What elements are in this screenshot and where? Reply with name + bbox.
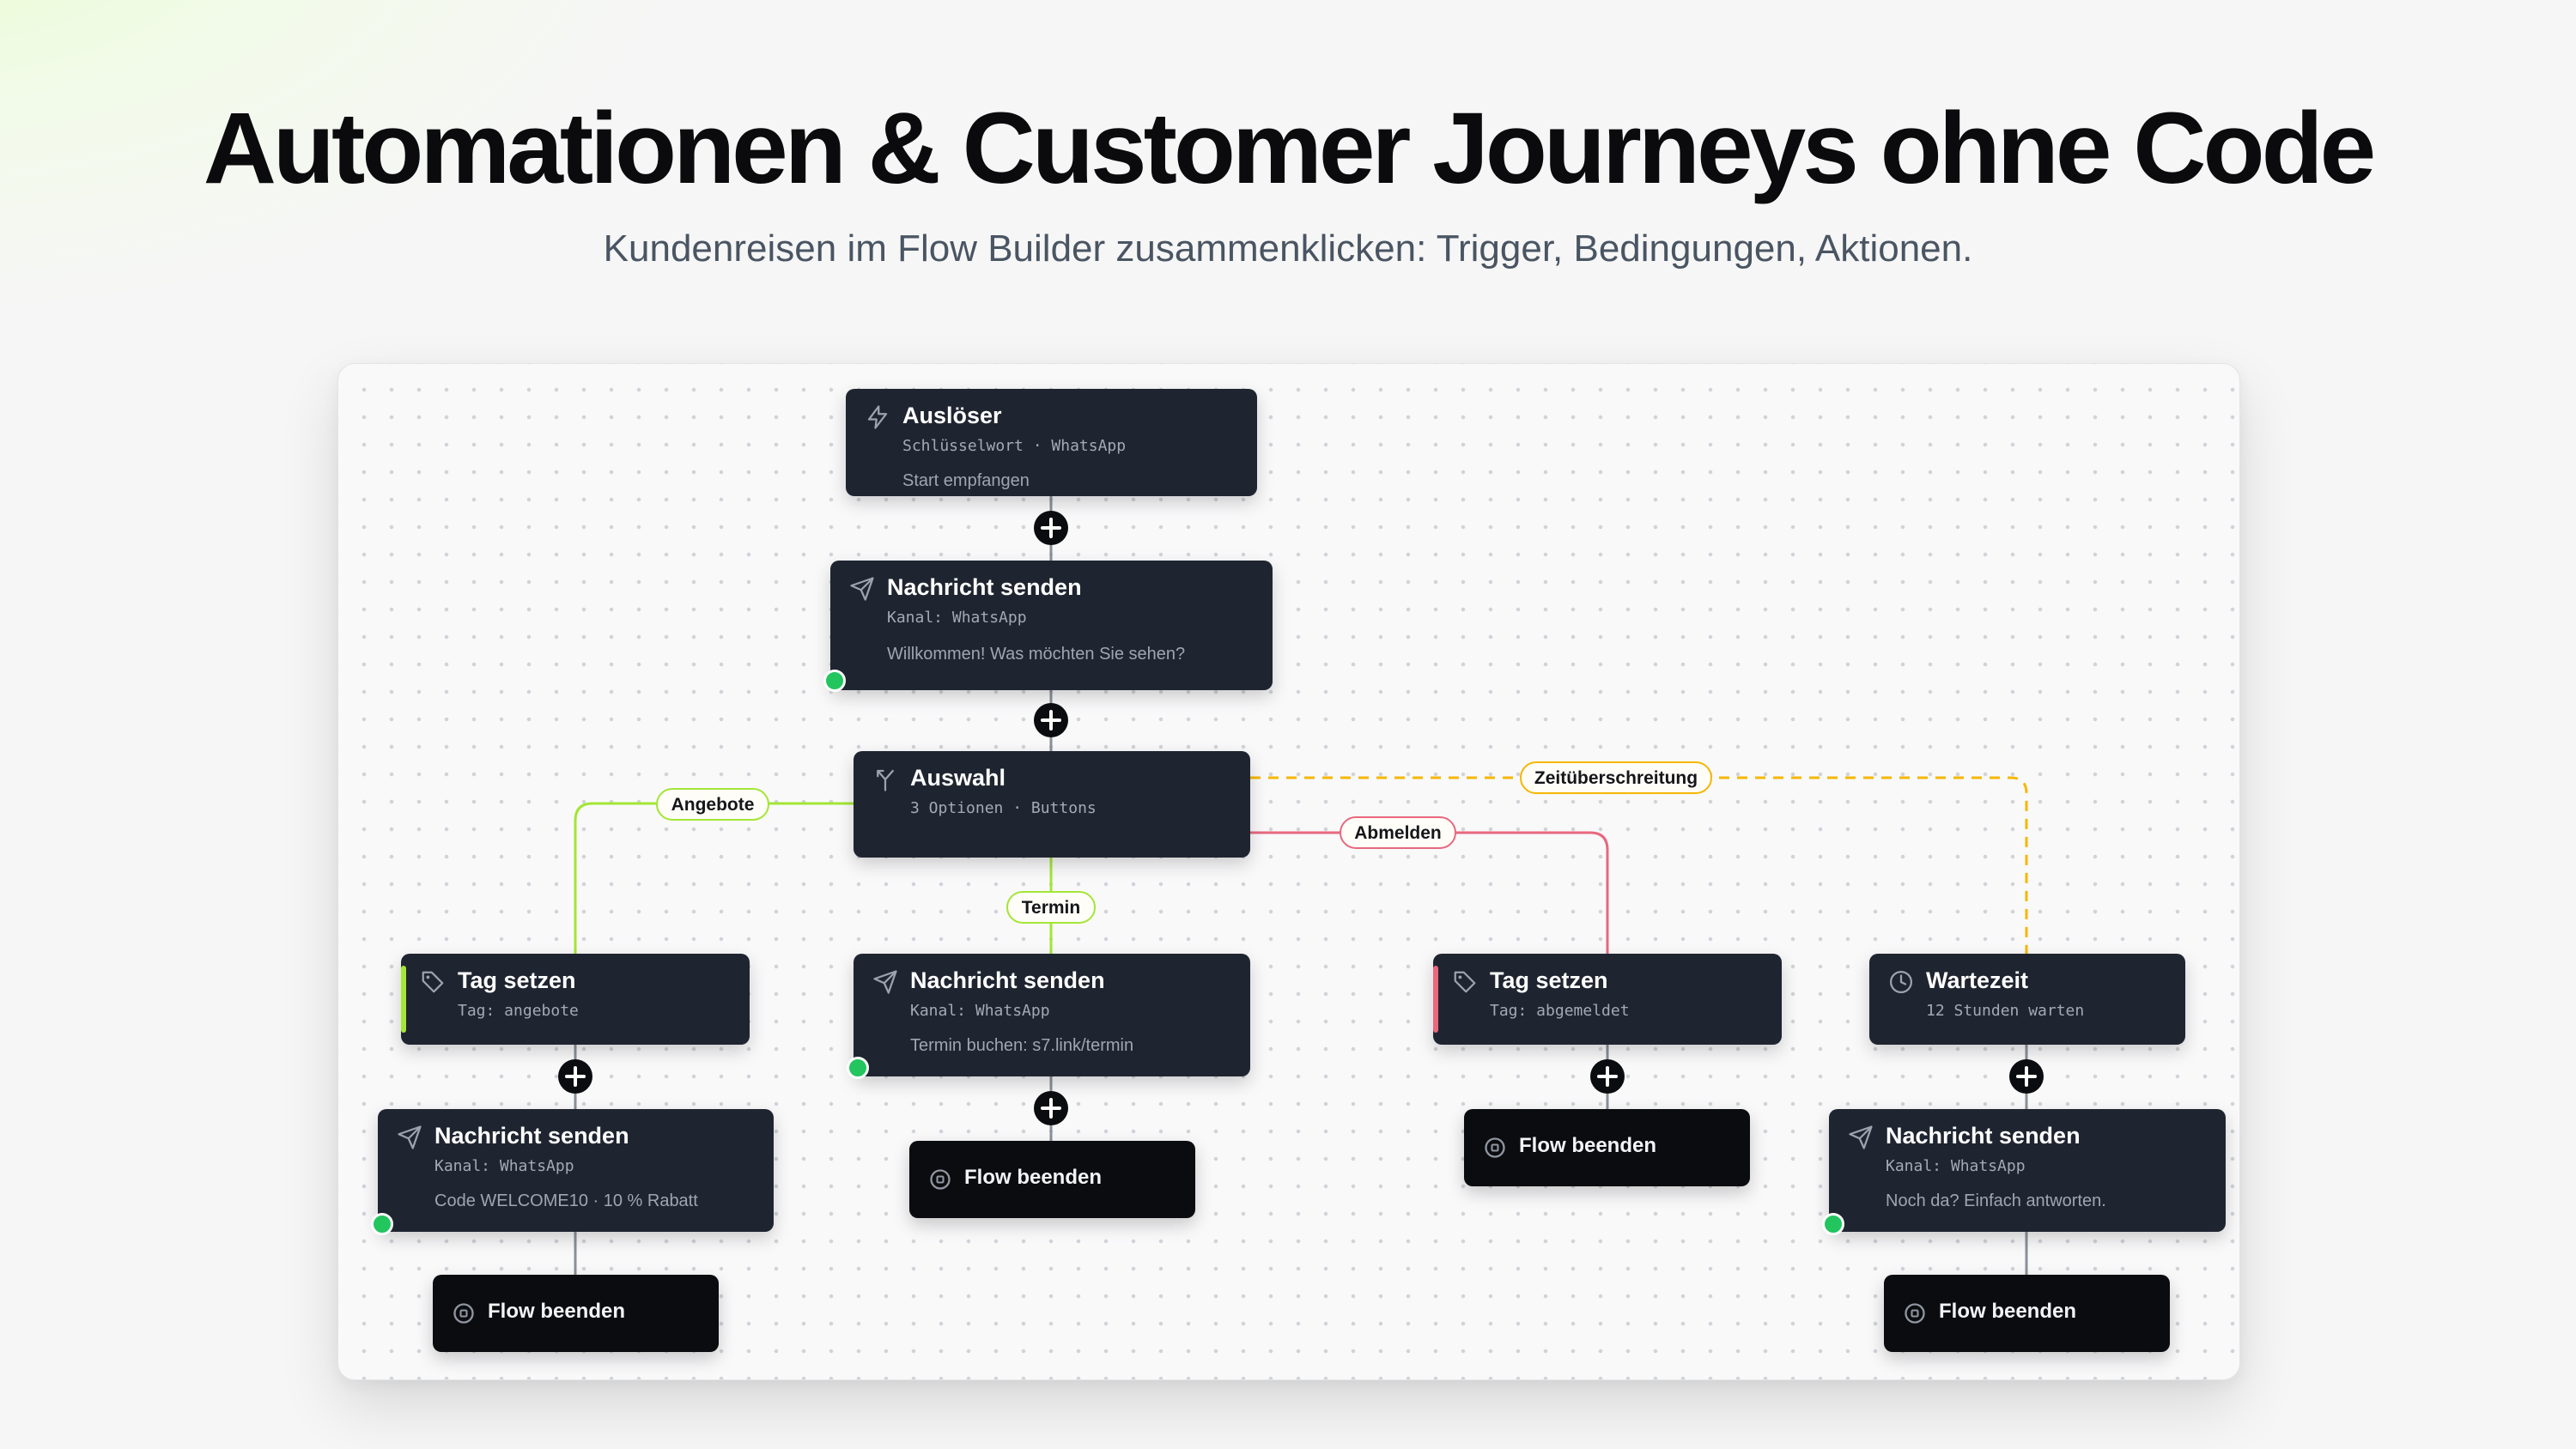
branch-label-offers: Angebote [656, 788, 769, 821]
add-step-button[interactable] [2008, 1058, 2044, 1094]
node-body: Willkommen! Was möchten Sie sehen? [887, 645, 1186, 664]
status-dot [823, 670, 846, 692]
end-label: Flow beenden [488, 1300, 626, 1323]
add-step-button[interactable] [557, 1058, 593, 1094]
branch-label-unsubscribe: Abmelden [1340, 816, 1456, 849]
node-offers-message[interactable]: Nachricht senden Kanal: WhatsApp Code WE… [371, 1109, 774, 1235]
node-meta: Kanal: WhatsApp [434, 1157, 574, 1175]
send-icon [850, 577, 874, 601]
node-title: Nachricht senden [434, 1123, 629, 1149]
status-dot [371, 1213, 393, 1235]
node-body: Termin buchen: s7.link/termin [910, 1036, 1134, 1055]
node-wait[interactable]: Wartezeit 12 Stunden warten [1869, 954, 2185, 1045]
node-appointment-message[interactable]: Nachricht senden Kanal: WhatsApp Termin … [847, 954, 1250, 1079]
node-meta: 3 Optionen · Buttons [910, 799, 1097, 817]
send-icon [398, 1125, 422, 1149]
add-step-button[interactable] [1033, 1090, 1069, 1126]
node-title: Wartezeit [1926, 967, 2029, 993]
node-tag-offers[interactable]: Tag setzen Tag: angebote [401, 954, 750, 1045]
node-welcome-message[interactable]: Nachricht senden Kanal: WhatsApp Willkom… [823, 561, 1273, 692]
clock-icon [1890, 971, 1912, 993]
accent-bar [401, 966, 406, 1033]
send-icon [873, 970, 897, 994]
node-tag-unsubscribed[interactable]: Tag setzen Tag: abgemeldet [1433, 954, 1782, 1045]
branch-icon [877, 769, 894, 791]
end-label: Flow beenden [1939, 1300, 2077, 1323]
node-reminder-message[interactable]: Nachricht senden Kanal: WhatsApp Noch da… [1822, 1109, 2226, 1235]
add-step-button[interactable] [1589, 1058, 1625, 1094]
add-step-button[interactable] [1033, 510, 1069, 546]
node-title: Nachricht senden [910, 967, 1105, 993]
node-title: Auswahl [910, 765, 1006, 791]
node-trigger[interactable]: Auslöser Schlüsselwort · WhatsApp Start … [846, 389, 1257, 496]
node-title: Nachricht senden [887, 574, 1082, 600]
node-meta: 12 Stunden warten [1926, 1002, 2085, 1020]
end-label: Flow beenden [964, 1166, 1103, 1189]
bolt-icon [867, 405, 888, 429]
accent-bar [1433, 966, 1438, 1033]
node-meta: Kanal: WhatsApp [910, 1002, 1050, 1020]
page-headline: Automationen & Customer Journeys ohne Co… [203, 92, 2377, 205]
node-body: Start empfangen [902, 471, 1030, 490]
stop-icon [1485, 1137, 1505, 1158]
node-body: Code WELCOME10 · 10 % Rabatt [434, 1191, 698, 1210]
node-meta: Kanal: WhatsApp [1886, 1157, 2026, 1175]
node-end-unsubscribed[interactable]: Flow beenden [1464, 1109, 1750, 1186]
stop-icon [1905, 1303, 1925, 1324]
status-dot [847, 1057, 869, 1079]
branch-label-timeout: Zeitüberschreitung [1520, 761, 1712, 794]
send-icon [1849, 1125, 1873, 1149]
stop-icon [453, 1303, 474, 1324]
node-end-appointment[interactable]: Flow beenden [909, 1141, 1195, 1218]
tag-icon [422, 971, 444, 993]
node-title: Nachricht senden [1886, 1123, 2081, 1149]
node-meta: Kanal: WhatsApp [887, 609, 1027, 627]
add-step-button[interactable] [1033, 702, 1069, 738]
node-meta: Schlüsselwort · WhatsApp [902, 437, 1127, 455]
node-body: Noch da? Einfach antworten. [1886, 1191, 2106, 1210]
node-meta: Tag: abgemeldet [1490, 1002, 1630, 1020]
tag-icon [1454, 971, 1476, 993]
end-label: Flow beenden [1519, 1134, 1657, 1157]
status-dot [1822, 1213, 1844, 1235]
node-end-offers[interactable]: Flow beenden [433, 1275, 719, 1352]
node-choice[interactable]: Auswahl 3 Optionen · Buttons [854, 751, 1250, 858]
node-meta: Tag: angebote [458, 1002, 579, 1020]
node-title: Tag setzen [1490, 967, 1608, 993]
node-title: Tag setzen [458, 967, 576, 993]
node-title: Auslöser [902, 403, 1002, 428]
stop-icon [930, 1169, 951, 1190]
page-subline: Kundenreisen im Flow Builder zusammenkli… [603, 227, 1973, 270]
node-end-reminder[interactable]: Flow beenden [1884, 1275, 2170, 1352]
branch-label-appointment: Termin [1006, 891, 1096, 924]
